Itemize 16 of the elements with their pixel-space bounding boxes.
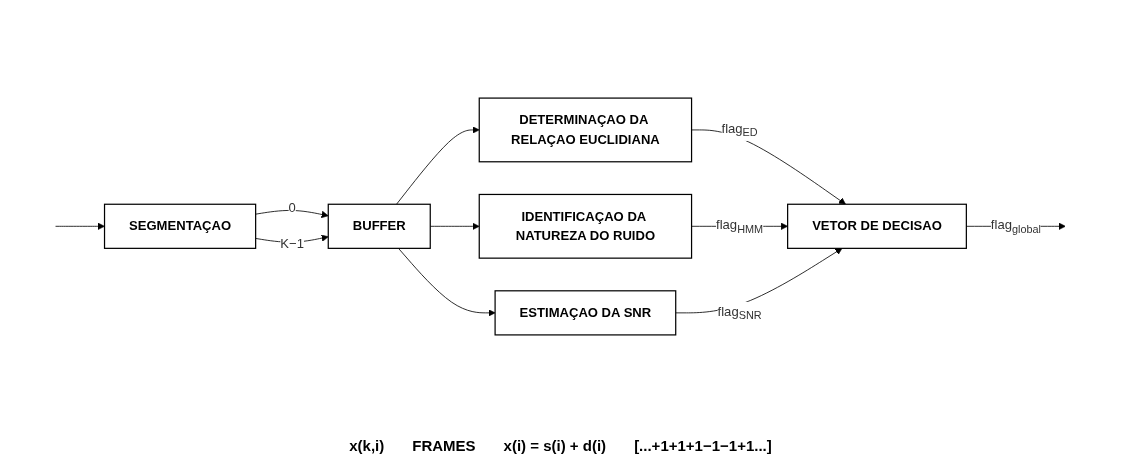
edge-label: flag$_{ED}$ <box>721 121 758 139</box>
node-box: IDENTIFICAÇAO DA NATUREZA DO RUIDO <box>478 193 693 259</box>
note-label: x(i) = s(i) + d(i) <box>503 437 607 454</box>
node-box: ESTIMAÇAO DA SNR <box>494 290 677 336</box>
edge-label: K−1 <box>280 236 304 251</box>
edge-label: flag$_{HMM}$ <box>716 217 764 235</box>
node-box: VETOR DE DECISAO <box>787 203 967 249</box>
node-box: SEGMENTAÇAO <box>103 203 257 249</box>
note-label: [...+1+1+1−1−1+1...] <box>634 437 772 454</box>
edge-label: flag$_{SNR}$ <box>717 304 762 322</box>
edge-label: flag$_{global}$ <box>990 217 1041 235</box>
note-label: FRAMES <box>412 437 476 454</box>
node-box: DETERMINAÇAO DA RELAÇAO EUCLIDIANA <box>478 97 693 163</box>
edge-label: 0 <box>288 201 296 215</box>
node-box: BUFFER <box>327 203 431 249</box>
note-label: x(k,i) <box>349 437 385 454</box>
